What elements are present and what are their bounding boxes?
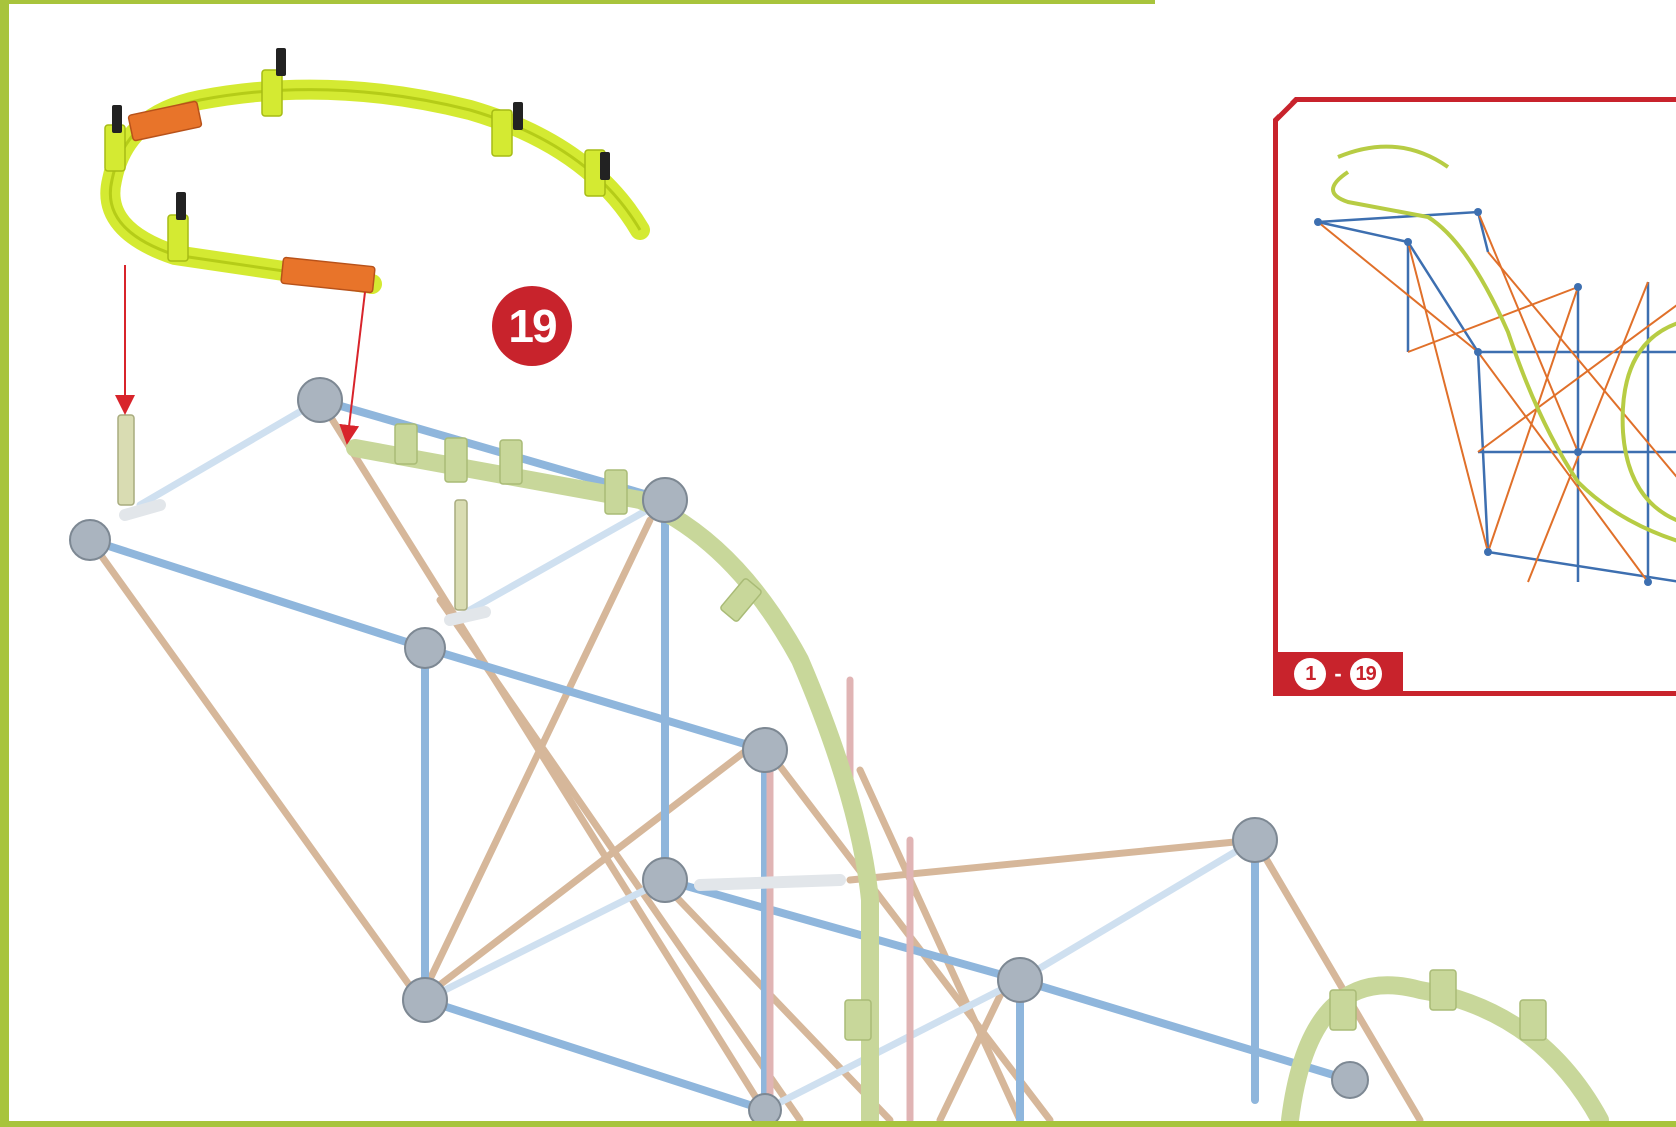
- range-end-badge: 19: [1349, 658, 1382, 690]
- hub-connectors: [69, 377, 1369, 1127]
- step-number-badge: 19: [492, 286, 572, 366]
- frame-bottom-border: [0, 1121, 1676, 1127]
- overview-illustration: [1314, 144, 1676, 586]
- step-range-label: 1 - 19: [1273, 652, 1403, 696]
- placement-arrows: [115, 265, 366, 445]
- frame-left-border: [0, 0, 9, 1127]
- tan-rods: [86, 396, 1424, 1124]
- new-track-piece: [100, 48, 650, 294]
- range-start-badge: 1: [1294, 658, 1327, 690]
- existing-track-clips: [394, 423, 1547, 1041]
- step-number: 19: [508, 300, 557, 352]
- orange-connector-pieces: [127, 100, 376, 294]
- frame-top-border: [0, 0, 1155, 4]
- blue-rods: [86, 396, 1354, 1124]
- range-separator: -: [1334, 661, 1342, 686]
- white-connectors: [119, 499, 846, 891]
- existing-track: [346, 439, 1609, 1127]
- support-posts: [117, 414, 468, 611]
- inset-corner-bevel: [1273, 97, 1299, 123]
- overview-inset: [1273, 97, 1676, 696]
- light-blue-rods: [136, 396, 1259, 1114]
- arrow-down-icon: [339, 291, 366, 445]
